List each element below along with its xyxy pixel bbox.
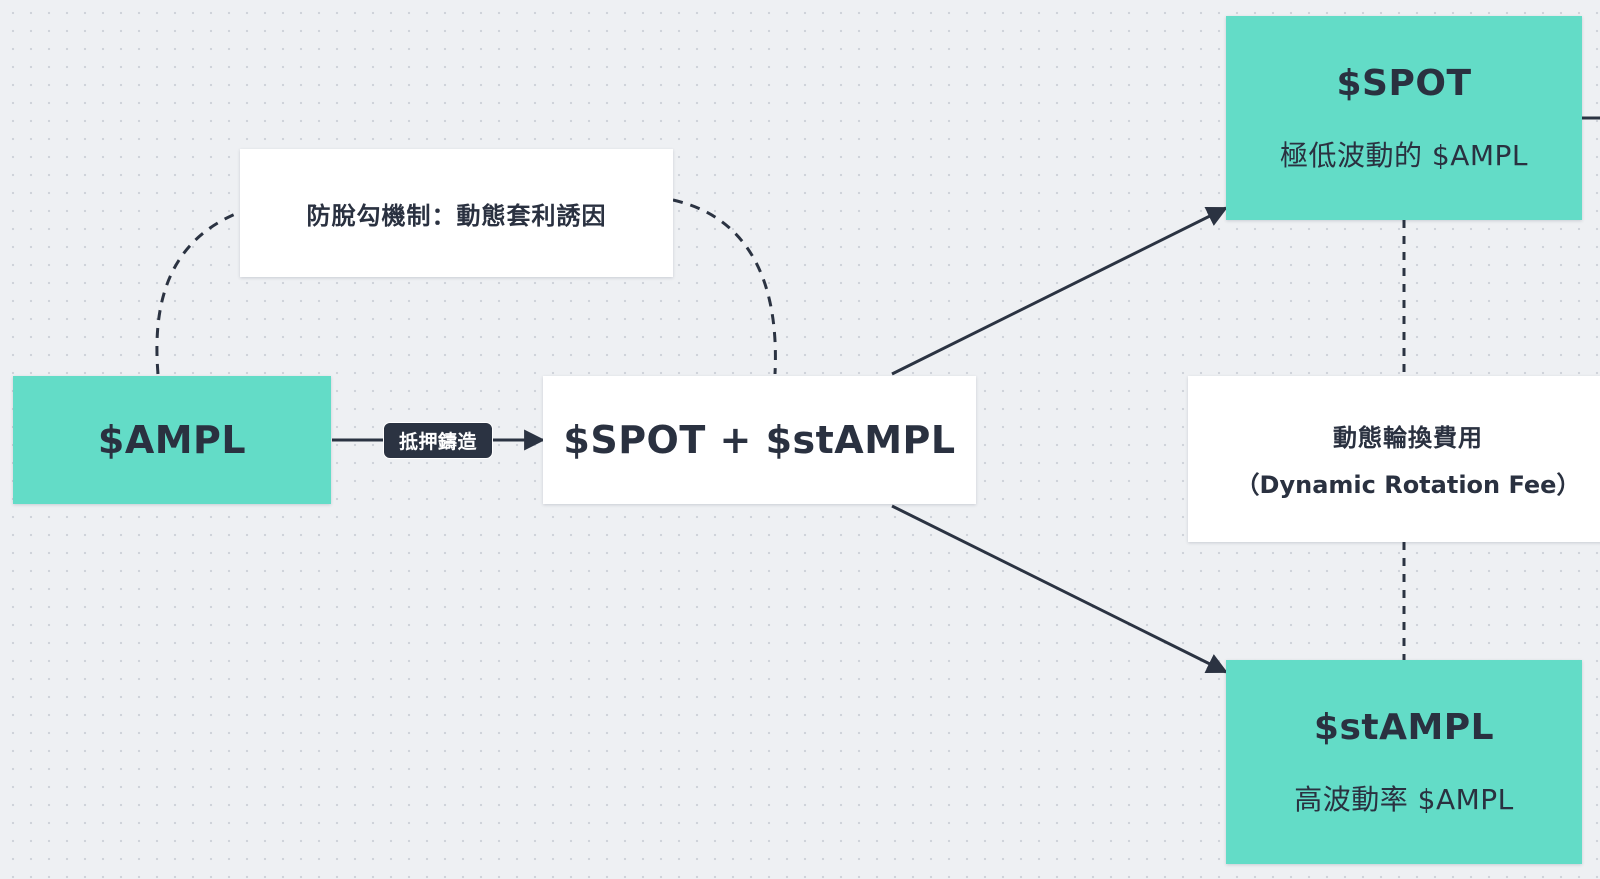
node-spot-stampl-label: $SPOT + $stAMPL [563,418,956,462]
dashed-arc-right [672,198,777,375]
dashed-arc-left [155,210,241,375]
node-rotation-fee-subtitle: （Dynamic Rotation Fee） [1235,471,1581,499]
node-stampl-title: $stAMPL [1313,706,1495,748]
node-stampl[interactable]: $stAMPL 高波動率 $AMPL [1226,660,1582,864]
node-ampl[interactable]: $AMPL [13,376,331,504]
node-ampl-label: $AMPL [97,418,247,462]
node-rotation-fee[interactable]: 動態輪換費用 （Dynamic Rotation Fee） [1188,376,1600,542]
node-stampl-subtitle: 高波動率 $AMPL [1294,782,1514,816]
split-edge-stampl [891,504,1228,674]
node-peg-mechanism-label: 防脫勾機制：動態套利誘因 [306,201,607,230]
split-edge-spot [891,206,1228,376]
node-spot-title: $SPOT [1336,62,1472,104]
node-spot-stampl[interactable]: $SPOT + $stAMPL [543,376,976,504]
node-spot-subtitle: 極低波動的 $AMPL [1279,138,1528,172]
node-rotation-fee-title: 動態輪換費用 [1333,424,1483,452]
edge-label-mint: 抵押鑄造 [383,422,493,459]
node-spot[interactable]: $SPOT 極低波動的 $AMPL [1226,16,1582,220]
node-peg-mechanism[interactable]: 防脫勾機制：動態套利誘因 [240,149,673,277]
